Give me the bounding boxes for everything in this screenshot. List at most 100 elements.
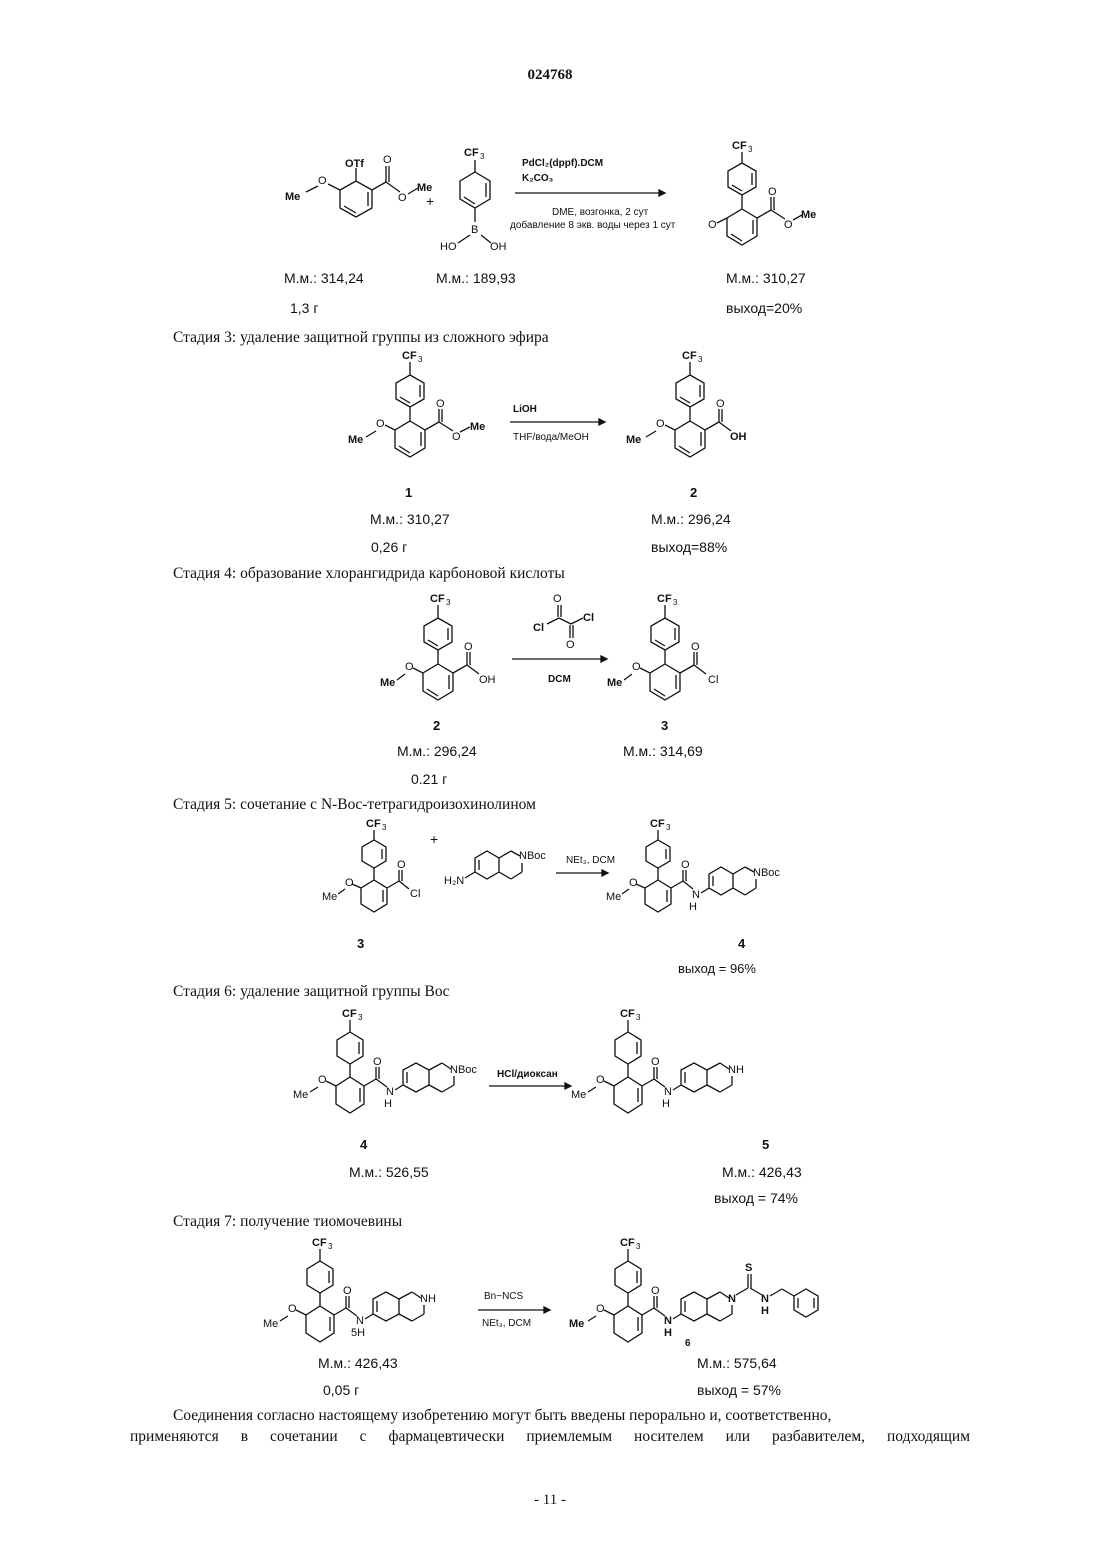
stage6-reactant-structure: CF3 O N H NBoc O Me — [290, 1003, 490, 1128]
svg-text:O: O — [318, 1074, 327, 1086]
svg-text:3: 3 — [382, 823, 387, 832]
svg-text:O: O — [464, 641, 473, 653]
stage5-right-yield: выход = 96% — [678, 961, 756, 976]
svg-text:CF: CF — [650, 818, 665, 830]
svg-text:O: O — [632, 661, 641, 673]
stage6-left-mw: М.м.: 526,55 — [349, 1164, 429, 1180]
svg-text:3: 3 — [480, 152, 485, 161]
paragraph-line-2: применяются в сочетании с фармацевтическ… — [130, 1426, 970, 1447]
stage2-product-mw: М.м.: 310,27 — [726, 270, 806, 286]
stage7-arrow — [478, 1305, 550, 1315]
svg-text:H: H — [689, 901, 697, 913]
svg-text:CF: CF — [402, 350, 417, 362]
svg-text:N: N — [386, 1086, 394, 1098]
svg-text:NBoc: NBoc — [450, 1064, 477, 1076]
stage2-boronic-mw: М.м.: 189,93 — [436, 270, 516, 286]
svg-text:OH: OH — [490, 241, 507, 253]
stage5-title: Стадия 5: сочетание с N-Boc-тетрагидроиз… — [173, 796, 536, 814]
stage3-left-mass: 0,26 г — [371, 539, 407, 555]
svg-text:O: O — [596, 1303, 605, 1315]
svg-text:O: O — [343, 1285, 352, 1297]
svg-text:Me: Me — [607, 677, 622, 689]
svg-text:O: O — [345, 877, 354, 889]
stage3-right-yield: выход=88% — [651, 539, 727, 555]
svg-text:O: O — [691, 641, 700, 653]
stage5-arrow — [556, 868, 608, 878]
stage7-reagent: Bn−NCS — [484, 1291, 523, 1302]
svg-text:3: 3 — [418, 355, 423, 364]
svg-text:O: O — [373, 1056, 382, 1068]
svg-text:N: N — [664, 1086, 672, 1098]
svg-text:O: O — [596, 1074, 605, 1086]
aryl-triflate-structure: OTf O O Me O Me + — [270, 150, 440, 240]
stage7-left-mass: 0,05 г — [323, 1382, 359, 1398]
stage3-arrow — [510, 417, 605, 427]
stage6-reagent: HCl/диоксан — [497, 1069, 558, 1080]
stage3-left-mw: М.м.: 310,27 — [370, 511, 450, 527]
svg-text:3: 3 — [446, 598, 451, 607]
svg-text:O: O — [452, 431, 461, 443]
svg-text:O: O — [716, 398, 725, 410]
stage4-right-mw: М.м.: 314,69 — [623, 743, 703, 759]
stage4-left-mw: М.м.: 296,24 — [397, 743, 477, 759]
svg-text:O: O — [383, 154, 392, 166]
stage4-left-number: 2 — [433, 718, 440, 733]
stage3-reactant-structure: CF3 O O Me O Me — [340, 345, 500, 470]
stage2-arrow — [515, 188, 665, 198]
svg-text:N: N — [356, 1315, 364, 1327]
svg-text:3: 3 — [328, 1242, 333, 1251]
stage2-left-mass: 1,3 г — [290, 300, 318, 316]
svg-text:Me: Me — [801, 209, 816, 221]
svg-text:N: N — [664, 1315, 672, 1327]
svg-text:O: O — [651, 1056, 660, 1068]
svg-text:CF: CF — [620, 1008, 635, 1020]
svg-text:3: 3 — [698, 355, 703, 364]
svg-text:O: O — [436, 398, 445, 410]
stage7-right-number: 6 — [685, 1338, 691, 1349]
svg-text:H: H — [664, 1327, 672, 1339]
stage2-conditions-1: DME, возгонка, 2 сут — [552, 207, 648, 218]
svg-text:3: 3 — [636, 1242, 641, 1251]
svg-text:O: O — [651, 1285, 660, 1297]
stage2-left-mw: М.м.: 314,24 — [284, 270, 364, 286]
svg-text:Me: Me — [571, 1089, 586, 1101]
stage6-arrow — [489, 1081, 571, 1091]
stage7-left-mw: М.м.: 426,43 — [318, 1355, 398, 1371]
stage4-arrow — [512, 654, 607, 664]
stage5-right-number: 4 — [738, 936, 745, 951]
svg-text:5H: 5H — [351, 1327, 365, 1339]
svg-text:NBoc: NBoc — [519, 850, 546, 862]
svg-text:3: 3 — [673, 598, 678, 607]
svg-text:OH: OH — [479, 674, 496, 686]
stage4-left-mass: 0.21 г — [411, 771, 447, 787]
svg-text:H: H — [761, 1305, 769, 1317]
svg-text:CF: CF — [430, 593, 445, 605]
stage4-right-number: 3 — [661, 718, 668, 733]
svg-text:CF: CF — [620, 1237, 635, 1249]
stage3-reagent: LiOH — [513, 404, 537, 415]
svg-text:OH: OH — [730, 431, 747, 443]
svg-text:CF: CF — [342, 1008, 357, 1020]
stage3-right-mw: М.м.: 296,24 — [651, 511, 731, 527]
stage3-product-structure: CF3 O OH O Me — [620, 345, 760, 470]
stage7-right-mw: М.м.: 575,64 — [697, 1355, 777, 1371]
stage4-reactant-structure: CF3 O OH O Me — [378, 588, 508, 713]
svg-text:HO: HO — [440, 241, 457, 253]
svg-text:O: O — [708, 219, 717, 231]
svg-text:O: O — [566, 639, 575, 651]
stage3-conditions: THF/вода/MeOH — [513, 432, 589, 443]
svg-text:Me: Me — [293, 1089, 308, 1101]
svg-text:O: O — [398, 192, 407, 204]
svg-text:Cl: Cl — [708, 674, 718, 686]
stage2-reagent-2: K₂CO₃ — [522, 173, 553, 184]
stage4-title: Стадия 4: образование хлорангидрида карб… — [173, 565, 565, 583]
svg-text:O: O — [629, 877, 638, 889]
svg-text:OTf: OTf — [345, 158, 364, 170]
svg-text:CF: CF — [312, 1237, 327, 1249]
patent-number: 024768 — [0, 67, 1100, 84]
svg-text:H: H — [384, 1098, 392, 1110]
svg-text:NH: NH — [728, 1064, 744, 1076]
svg-text:S: S — [745, 1262, 752, 1274]
svg-text:N: N — [761, 1293, 769, 1305]
stage2-product-yield: выход=20% — [726, 300, 802, 316]
